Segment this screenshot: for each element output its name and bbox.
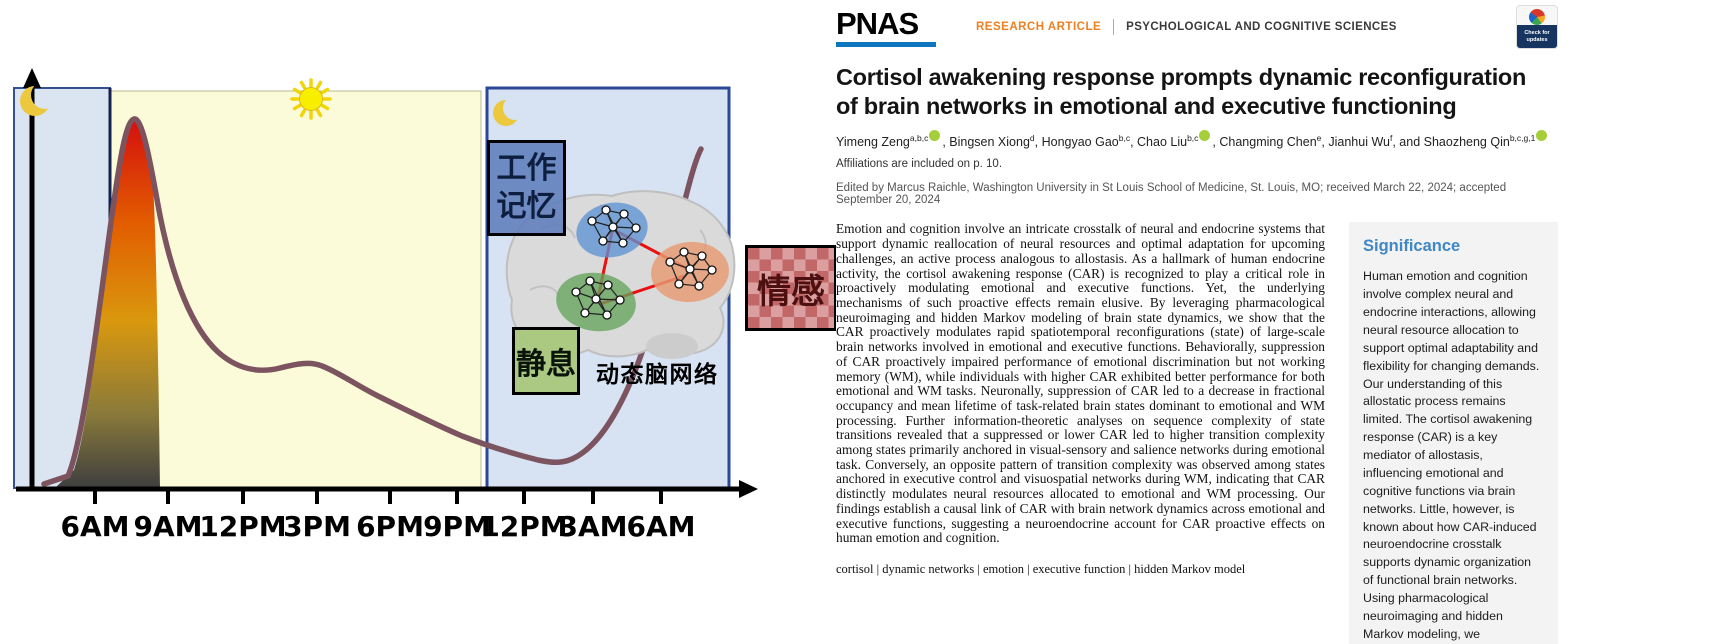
author-affiliation-sup: a,b,c — [909, 133, 929, 144]
orcid-icon[interactable] — [1536, 130, 1548, 142]
tick-label: 6AM — [60, 510, 129, 543]
pnas-logo: PNAS — [836, 8, 954, 47]
working-memory-label-box: 工作记忆 — [487, 140, 566, 236]
author-affiliation-sup: d — [1029, 133, 1035, 144]
sun-icon — [290, 78, 332, 120]
significance-text: Human emotion and cognition involve comp… — [1363, 269, 1540, 641]
author: Jianhui Wuf, and — [1328, 133, 1424, 150]
author-affiliation-sup: b,c,g,1 — [1509, 133, 1536, 144]
keywords-line: cortisol | dynamic networks | emotion | … — [836, 561, 1246, 576]
tick-label: 6AM — [626, 510, 695, 543]
author-affiliation-sup: b,c — [1187, 133, 1199, 144]
author: Changming Chene, — [1219, 133, 1329, 150]
author-separator: , and — [1392, 135, 1424, 150]
rest-label: 静息 — [516, 348, 576, 381]
author-separator: , — [1212, 135, 1220, 150]
emotion-label: 情感 — [757, 272, 825, 311]
author-name: Chao Liu — [1137, 135, 1188, 150]
author-name: Shaozheng Qin — [1423, 135, 1510, 150]
rest-label-box: 静息 — [512, 327, 580, 395]
check-for-updates-badge[interactable]: Check for updates — [1516, 5, 1558, 49]
orcid-icon[interactable] — [1199, 130, 1211, 142]
x-axis-ticks — [93, 491, 663, 504]
pnas-logo-bar — [836, 41, 936, 47]
significance-heading: Significance — [1363, 237, 1461, 256]
tick-label: 12PM — [199, 510, 286, 543]
author-separator: , — [942, 135, 950, 150]
paper-page: PNAS RESEARCH ARTICLE PSYCHOLOGICAL AND … — [836, 4, 1558, 644]
masthead-divider — [1113, 19, 1115, 35]
tick-label: 3AM — [558, 510, 627, 543]
author-byline: Yimeng Zenga,b,c, Bingsen Xiongd, Hongya… — [836, 130, 1558, 149]
affiliations-note: Affiliations are included on p. 10. — [836, 158, 1003, 171]
working-memory-label: 工作记忆 — [496, 151, 557, 223]
article-title: Cortisol awakening response prompts dyna… — [836, 64, 1527, 119]
author-affiliation-sup: e — [1316, 133, 1322, 144]
tick-label: 9AM — [133, 510, 202, 543]
tick-label: 12PM — [480, 510, 567, 543]
tick-label: 9PM — [423, 510, 491, 543]
author-name: Yimeng Zeng — [836, 135, 910, 150]
author: Hongyao Gaob,c, — [1041, 133, 1138, 150]
dynamic-brain-network-text: 动态脑网络 — [596, 361, 719, 387]
author: Chao Liub,c, — [1137, 130, 1220, 150]
pnas-logo-text: PNAS — [836, 5, 919, 41]
author-separator: , — [1321, 135, 1329, 150]
author: Yimeng Zenga,b,c, — [836, 130, 950, 150]
author-name: Bingsen Xiong — [949, 135, 1030, 150]
author-name: Changming Chen — [1219, 135, 1317, 150]
cortisol-figure-svg: 6AM 9AM 12PM 3PM 6PM 9PM 12PM 3AM 6AM — [13, 68, 758, 543]
axes — [16, 68, 758, 498]
author-separator: , — [1130, 135, 1138, 150]
moon-icon — [493, 100, 519, 126]
crossmark-icon — [1529, 9, 1545, 25]
orcid-icon[interactable] — [929, 130, 941, 142]
section-label: PSYCHOLOGICAL AND COGNITIVE SCIENCES — [1126, 21, 1397, 33]
check-updates-text: Check for updates — [1517, 25, 1557, 48]
brain-network-green — [556, 272, 636, 332]
author: Bingsen Xiongd, — [949, 133, 1042, 150]
x-axis-tick-labels: 6AM 9AM 12PM 3PM 6PM 9PM 12PM 3AM 6AM — [60, 510, 695, 543]
author-affiliation-sup: b,c — [1118, 133, 1131, 144]
author-name: Hongyao Gao — [1041, 135, 1119, 150]
cortisol-curve — [41, 116, 704, 487]
significance-box: Significance Human emotion and cognition… — [1349, 222, 1558, 644]
author-affiliation-sup: f — [1389, 133, 1393, 144]
abstract-text: Emotion and cognition involve an intrica… — [836, 221, 1325, 546]
brain-network-blue — [576, 202, 648, 258]
author-separator: , — [1034, 135, 1042, 150]
tick-label: 3PM — [283, 510, 351, 543]
dynamic-brain-network-label: 动态脑网络 — [596, 356, 761, 388]
abstract-column: Emotion and cognition involve an intrica… — [836, 222, 1325, 644]
graphical-abstract: 6AM 9AM 12PM 3PM 6PM 9PM 12PM 3AM 6AM 工作… — [0, 0, 840, 644]
moon-icon — [20, 86, 50, 116]
masthead: PNAS RESEARCH ARTICLE PSYCHOLOGICAL AND … — [836, 4, 1558, 50]
article-type-label: RESEARCH ARTICLE — [976, 21, 1102, 33]
brain-network-orange — [651, 241, 729, 303]
first-page-content: Emotion and cognition involve an intrica… — [836, 222, 1558, 644]
emotion-label-box: 情感 — [745, 245, 837, 331]
car-peak-gradient — [56, 118, 160, 487]
edited-by-line: Edited by Marcus Raichle, Washington Uni… — [836, 182, 1507, 207]
author: Shaozheng Qinb,c,g,1 — [1423, 130, 1550, 150]
tick-label: 6PM — [356, 510, 424, 543]
author-name: Jianhui Wu — [1328, 135, 1390, 150]
